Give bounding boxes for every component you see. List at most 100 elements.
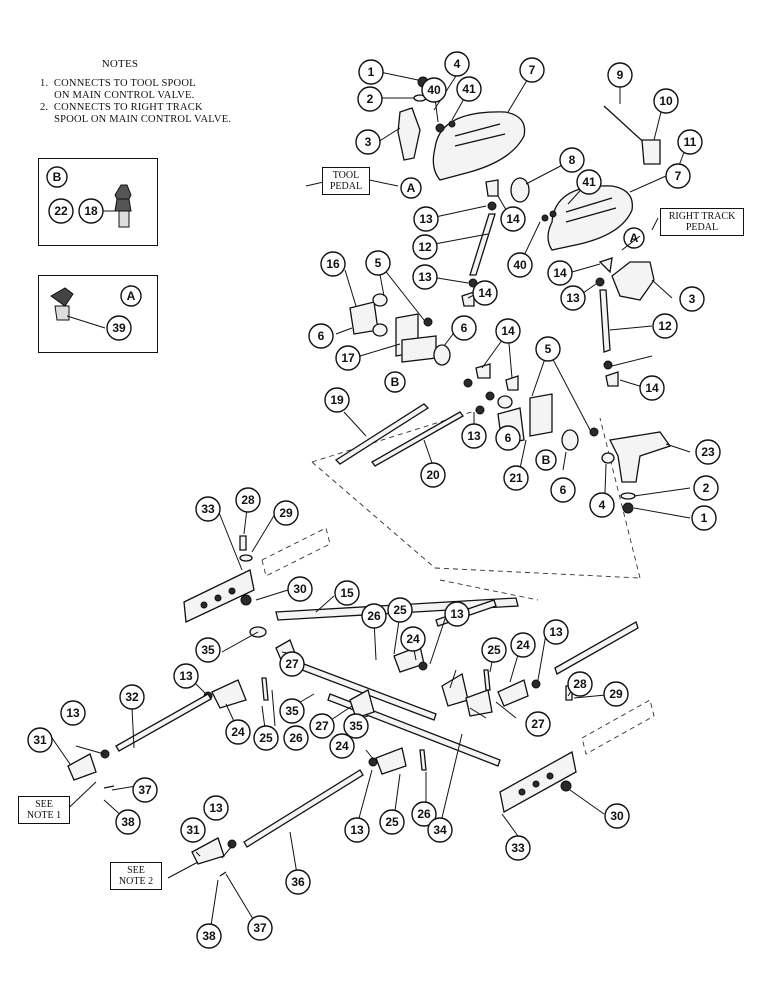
svg-text:20: 20 (426, 468, 440, 482)
svg-text:4: 4 (599, 498, 606, 512)
letter-callouts: A A B B (384, 177, 645, 471)
svg-text:31: 31 (186, 823, 200, 837)
svg-text:2: 2 (703, 481, 710, 495)
svg-text:24: 24 (335, 739, 349, 753)
callout: 9 (607, 62, 633, 88)
svg-text:40: 40 (427, 83, 441, 97)
callout: 13 (344, 817, 370, 843)
svg-text:7: 7 (675, 169, 682, 183)
svg-text:11: 11 (684, 135, 697, 149)
callout: 26 (411, 801, 437, 827)
callout: 35 (279, 698, 305, 724)
callout: 11 (677, 129, 703, 155)
callout: 1 (691, 505, 717, 531)
svg-text:13: 13 (209, 801, 223, 815)
callout: 34 (427, 817, 453, 843)
svg-text:B: B (542, 453, 551, 467)
callout: 37 (132, 777, 158, 803)
callout: 13 (60, 700, 86, 726)
svg-text:26: 26 (417, 807, 431, 821)
svg-text:14: 14 (645, 381, 659, 395)
callout: 13 (543, 619, 569, 645)
svg-text:16: 16 (326, 257, 340, 271)
svg-text:22: 22 (54, 204, 68, 218)
callout: 29 (603, 681, 629, 707)
svg-text:25: 25 (487, 643, 501, 657)
callout: 12 (412, 234, 438, 260)
callout: 30 (604, 803, 630, 829)
svg-text:32: 32 (125, 690, 139, 704)
callout: 17 (335, 345, 361, 371)
callout: 5 (365, 250, 391, 276)
svg-text:24: 24 (516, 638, 530, 652)
right-track-pedal-label: RIGHT TRACK PEDAL (660, 208, 744, 236)
svg-text:18: 18 (84, 204, 98, 218)
bracket-23 (601, 431, 672, 514)
svg-text:41: 41 (462, 82, 476, 96)
see-note-1-label: SEE NOTE 1 (18, 796, 70, 824)
svg-text:3: 3 (689, 292, 696, 306)
callout: 40 (421, 77, 447, 103)
svg-text:34: 34 (433, 823, 447, 837)
left-mount-plate (183, 527, 331, 623)
inset-b: B 22 18 (38, 158, 158, 246)
svg-text:13: 13 (566, 291, 580, 305)
svg-text:6: 6 (318, 329, 325, 343)
callout: 25 (481, 637, 507, 663)
svg-text:21: 21 (509, 471, 523, 485)
svg-text:33: 33 (201, 502, 215, 516)
callout: 10 (653, 88, 679, 114)
svg-text:27: 27 (315, 719, 329, 733)
callout: 14 (500, 206, 526, 232)
svg-text:30: 30 (610, 809, 624, 823)
tool-pedal-label: TOOL PEDAL (322, 167, 370, 195)
callout: 16 (320, 251, 346, 277)
svg-text:10: 10 (659, 94, 673, 108)
callout: 14 (639, 375, 665, 401)
callout: 23 (695, 439, 721, 465)
callout: 33 (505, 835, 531, 861)
callout-A-tool: A (400, 177, 422, 199)
svg-text:27: 27 (531, 717, 545, 731)
callout: 21 (503, 465, 529, 491)
callout: 41 (576, 169, 602, 195)
callout: 14 (495, 318, 521, 344)
pedal-links (461, 201, 619, 387)
svg-text:35: 35 (201, 643, 215, 657)
callout: 26 (361, 603, 387, 629)
callout: 30 (287, 576, 313, 602)
callout-B-lower: B (535, 449, 557, 471)
svg-text:13: 13 (179, 669, 193, 683)
svg-text:36: 36 (291, 875, 305, 889)
svg-text:B: B (391, 375, 400, 389)
callout: 7 (519, 57, 545, 83)
svg-text:3: 3 (365, 135, 372, 149)
note-line: SPOOL ON MAIN CONTROL VALVE. (40, 114, 232, 125)
svg-text:14: 14 (501, 324, 515, 338)
callout: 13 (560, 285, 586, 311)
svg-text:37: 37 (253, 921, 267, 935)
callout: 24 (400, 626, 426, 652)
callout: 13 (203, 795, 229, 821)
callout: 35 (343, 713, 369, 739)
callout: 3 (355, 129, 381, 155)
svg-text:A: A (630, 231, 639, 245)
svg-text:25: 25 (385, 815, 399, 829)
callout: 24 (510, 632, 536, 658)
callout: 24 (329, 733, 355, 759)
callout: 13 (461, 423, 487, 449)
callout: 26 (283, 725, 309, 751)
svg-text:13: 13 (549, 625, 563, 639)
callout: 7 (665, 163, 691, 189)
svg-text:1: 1 (701, 511, 708, 525)
svg-text:28: 28 (241, 493, 255, 507)
svg-text:6: 6 (560, 483, 567, 497)
svg-text:40: 40 (513, 258, 527, 272)
callout: 37 (247, 915, 273, 941)
svg-text:5: 5 (375, 256, 382, 270)
callout: 3 (679, 286, 705, 312)
svg-text:38: 38 (121, 815, 135, 829)
notes-title: NOTES (101, 58, 139, 70)
callout: 32 (119, 684, 145, 710)
rods-19-20 (334, 403, 464, 467)
